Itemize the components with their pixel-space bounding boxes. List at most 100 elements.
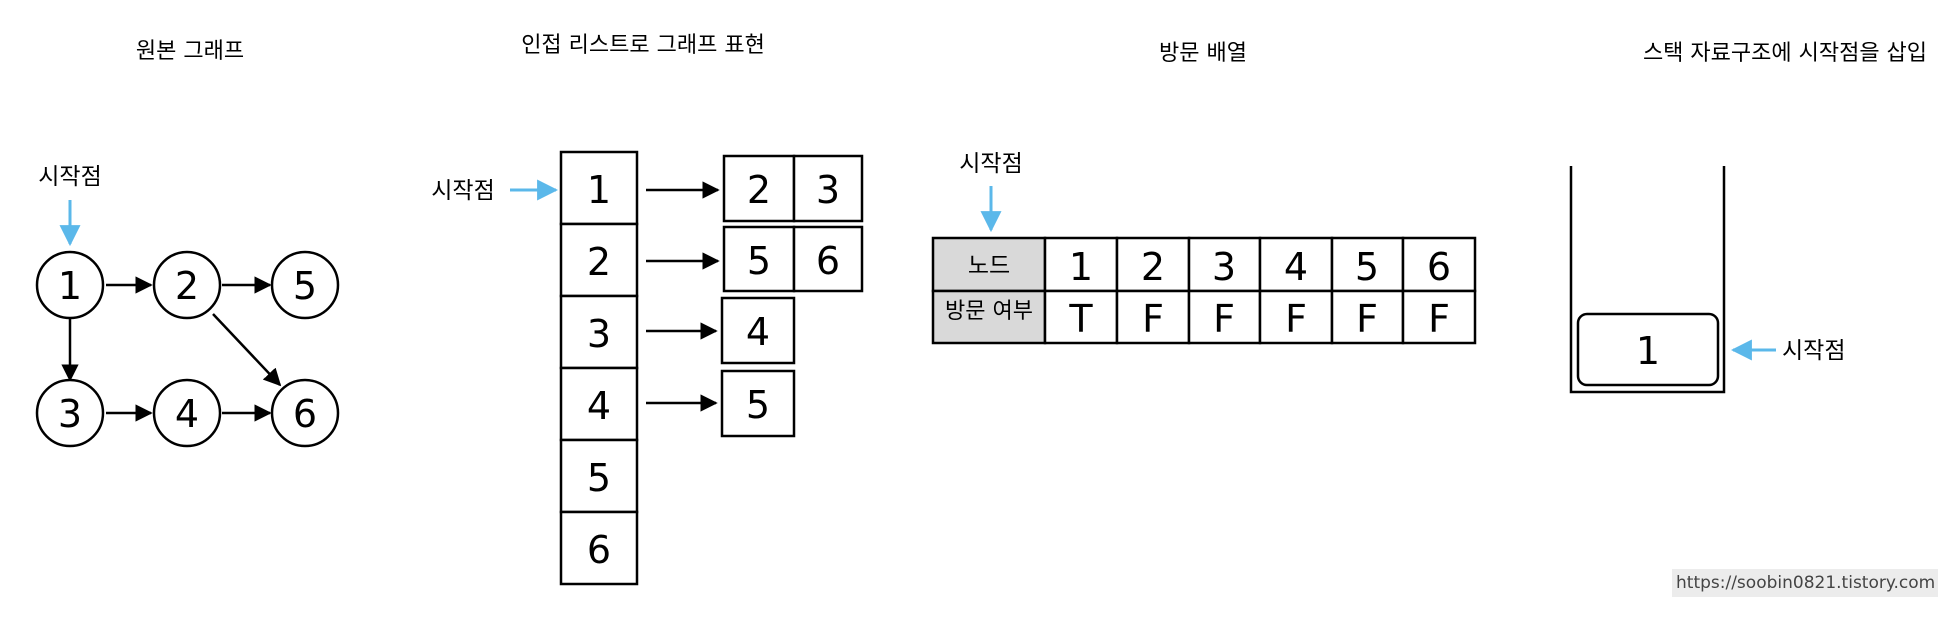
graph-node-label: 4	[175, 392, 199, 436]
adjacency-head-label: 4	[587, 384, 611, 428]
neighbor-cell	[792, 154, 864, 223]
graph-node-circle	[152, 250, 222, 320]
visited-flag-label: F	[1213, 297, 1235, 341]
adjacency-head-label: 2	[587, 240, 611, 284]
neighbor-cell	[722, 154, 796, 223]
graph-node: 5	[270, 250, 340, 320]
visited-node-cell: 6	[1401, 236, 1477, 293]
visited-flag-label: T	[1068, 297, 1093, 341]
visited-flag-label: F	[1285, 297, 1307, 341]
visited-header-node: 노드	[968, 253, 1010, 279]
stack-container	[1569, 166, 1726, 394]
visited-node-label: 5	[1355, 245, 1379, 289]
visited-flag-cell: F	[1115, 289, 1191, 345]
adjacency-head: 4	[559, 366, 639, 442]
neighbor-cell	[720, 296, 796, 365]
neighbor-cell	[720, 369, 796, 438]
stack-item-label: 1	[1636, 329, 1660, 373]
graph-node-label: 5	[293, 264, 317, 308]
neighbor-item: 6	[792, 225, 864, 293]
visited-flag-cell: F	[1401, 289, 1477, 345]
graph-node: 4	[152, 378, 222, 448]
visited-node-cell: 5	[1330, 236, 1405, 293]
start-label-adjacency: 시작점	[431, 178, 494, 204]
adjacency-head: 6	[559, 510, 639, 586]
visited-node-label: 6	[1427, 245, 1451, 289]
visited-flag-box	[1043, 289, 1119, 345]
graph-node-label: 1	[58, 264, 82, 308]
neighbor-item: 5	[720, 369, 796, 438]
visited-node-cell: 3	[1187, 236, 1262, 293]
visited-flag-cell: F	[1187, 289, 1262, 345]
neighbor-cell	[722, 225, 796, 293]
start-label-graph: 시작점	[38, 164, 101, 190]
graph-node: 3	[35, 378, 105, 448]
neighbor-label: 5	[747, 239, 771, 283]
adjacency-head-label: 3	[587, 312, 611, 356]
stack: 1 시작점	[1569, 166, 1845, 394]
visited-node-box	[1115, 236, 1191, 293]
adjacency-head-cell	[559, 366, 639, 442]
neighbor-cell	[792, 225, 864, 293]
watermark-url: https://soobin0821.tistory.com	[1672, 569, 1938, 597]
neighbor-label: 5	[746, 383, 770, 427]
title-stack-push: 스택 자료구조에 시작점을 삽입	[1643, 41, 1927, 66]
visited-flag-box	[1115, 289, 1191, 345]
adjacency-head-label: 6	[587, 528, 611, 572]
visited-node-cell: 2	[1115, 236, 1191, 293]
title-original-graph: 원본 그래프	[136, 39, 244, 64]
adjacency-head-label: 1	[587, 168, 611, 212]
visited-header-visited: 방문 여부	[945, 299, 1033, 324]
visited-node-box	[1258, 236, 1334, 293]
visited-flag-label: F	[1142, 297, 1164, 341]
visited-node-cell: 4	[1258, 236, 1334, 293]
graph-node: 1	[35, 250, 105, 320]
visited-node-cell: 1	[1043, 236, 1119, 293]
visited-array: 시작점 노드 방문 여부 1 2 3 4 5 6	[931, 151, 1477, 345]
visited-flag-box	[1401, 289, 1477, 345]
neighbor-label: 2	[747, 168, 771, 212]
visited-flag-label: F	[1356, 297, 1378, 341]
visited-node-label: 2	[1141, 245, 1165, 289]
adjacency-head: 1	[559, 150, 639, 226]
visited-node-box	[1401, 236, 1477, 293]
visited-flag-box	[1258, 289, 1334, 345]
graph-node-circle	[35, 378, 105, 448]
title-visited-array: 방문 배열	[1159, 41, 1247, 66]
adjacency-head-label: 5	[587, 456, 611, 500]
stack-item-box	[1576, 312, 1720, 387]
stack-item: 1	[1576, 312, 1720, 387]
visited-flag-box	[1187, 289, 1262, 345]
visited-node-label: 1	[1069, 245, 1093, 289]
start-label-stack: 시작점	[1782, 338, 1845, 364]
neighbor-item: 2	[722, 154, 796, 223]
visited-header-node-cell	[931, 236, 1047, 293]
visited-node-label: 3	[1212, 245, 1236, 289]
visited-node-label: 4	[1284, 245, 1308, 289]
graph-node: 6	[270, 378, 340, 448]
neighbor-item: 5	[722, 225, 796, 293]
original-graph: 시작점 1 2 3 4 5 6	[35, 164, 340, 448]
graph-node-circle	[35, 250, 105, 320]
start-label-visited: 시작점	[959, 151, 1022, 177]
neighbor-item: 3	[792, 154, 864, 223]
neighbor-label: 3	[816, 168, 840, 212]
graph-node-label: 2	[175, 264, 199, 308]
visited-flag-cell: F	[1330, 289, 1405, 345]
visited-flag-cell: T	[1043, 289, 1119, 345]
graph-node-label: 6	[293, 392, 317, 436]
graph-node-circle	[152, 378, 222, 448]
neighbor-label: 4	[746, 310, 770, 354]
edge-2-6	[212, 313, 282, 387]
graph-node-circle	[270, 250, 340, 320]
adjacency-list: 시작점 1 2 3 4 5 6	[431, 150, 864, 586]
visited-flag-label: F	[1428, 297, 1450, 341]
graph-node-circle	[270, 378, 340, 448]
graph-node: 2	[152, 250, 222, 320]
neighbor-label: 6	[816, 239, 840, 283]
adjacency-head-cell	[559, 510, 639, 586]
adjacency-head: 3	[559, 294, 639, 370]
adjacency-head: 5	[559, 438, 639, 514]
graph-node-label: 3	[58, 392, 82, 436]
